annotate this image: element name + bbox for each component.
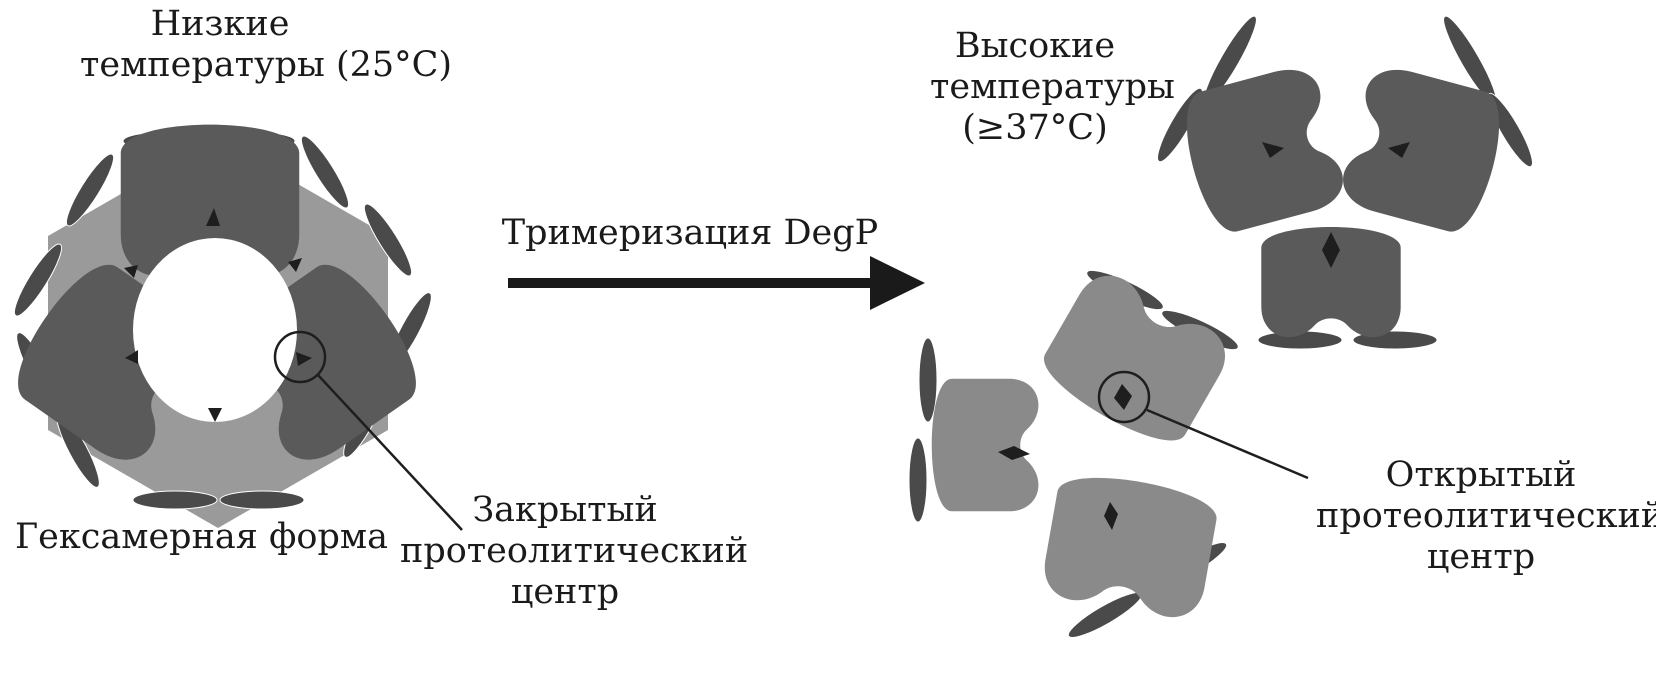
low-temperature-line-1: Низкие — [150, 4, 290, 44]
closed-center-highlight — [273, 330, 327, 384]
trimer-dark — [1150, 11, 1540, 350]
high-temperature-line-2: температуры — [930, 67, 1175, 107]
trimer-light-subunit-left — [931, 378, 1039, 512]
high-temperature-label: Высокие температуры (≥37°C) — [930, 26, 1175, 149]
open-center-highlight — [1097, 370, 1151, 424]
closed-center-line-3: центр — [510, 572, 620, 612]
low-temperature-label: Низкие температуры (25°C) — [80, 4, 453, 86]
closed-center-pointer — [317, 374, 463, 531]
open-center-line-1: Открытый — [1385, 455, 1577, 495]
hexamer — [0, 124, 463, 531]
open-center-pointer — [1146, 408, 1309, 480]
closed-center-line-1: Закрытый — [472, 490, 658, 530]
hexamer-form-label: Гексамерная форма — [15, 517, 388, 557]
trimerization-label: Тримеризация DegP — [501, 213, 879, 253]
trimerization-arrow — [508, 256, 925, 310]
open-center-label: Открытый протеолитический центр — [1316, 455, 1656, 578]
open-center-line-3: центр — [1426, 537, 1536, 577]
closed-center-label: Закрытый протеолитический центр — [400, 490, 749, 613]
trimer-light — [908, 263, 1309, 645]
low-temperature-line-2: температуры (25°C) — [80, 45, 453, 85]
trimer-light-active-sites — [998, 384, 1132, 530]
closed-center-line-2: протеолитический — [400, 531, 749, 571]
open-center-line-2: протеолитический — [1316, 496, 1656, 536]
trimer-dark-subunits — [1174, 61, 1512, 338]
hexamer-central-cavity — [133, 238, 297, 422]
trimer-light-subunit-top — [1033, 264, 1237, 456]
hexamer-active-sites — [124, 208, 312, 422]
high-temperature-line-3: (≥37°C) — [962, 108, 1108, 148]
high-temperature-line-1: Высокие — [954, 26, 1116, 66]
trimer-dark-active-sites — [1262, 142, 1410, 268]
